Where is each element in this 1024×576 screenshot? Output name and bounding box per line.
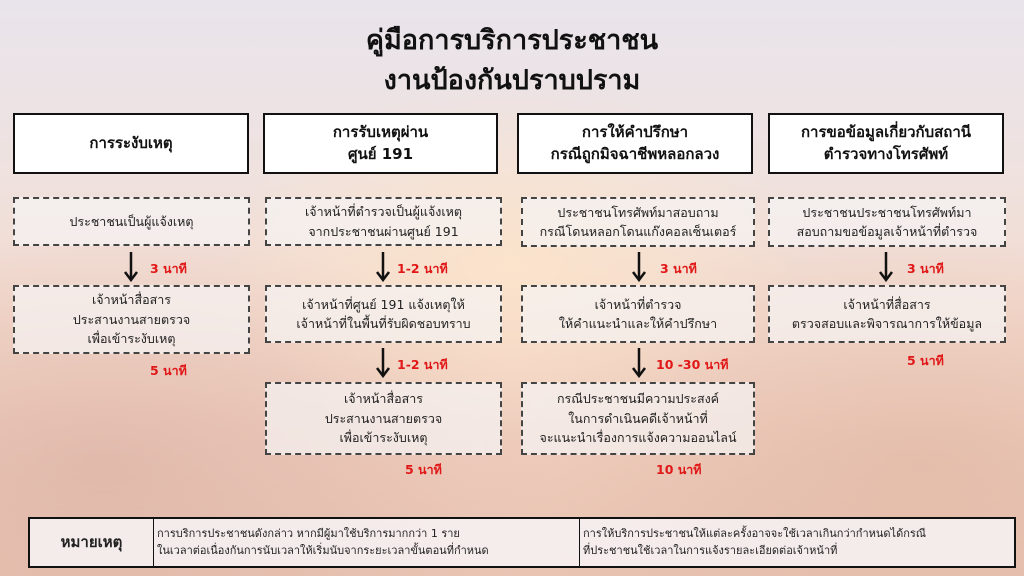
arrow-down-icon (879, 252, 893, 282)
step-box: เจ้าหน้าสื่อสาร ประสานงานสายตรวจ เพื่อเข… (265, 382, 502, 455)
duration-label: 5 นาที (907, 353, 944, 368)
arrow-down-icon (124, 252, 138, 282)
footnote-label: หมายเหตุ (30, 519, 154, 566)
duration-label: 3 นาที (907, 261, 944, 276)
header-phone-info: การขอข้อมูลเกี่ยวกับสถานี ตำรวจทางโทรศัพ… (768, 113, 1004, 174)
footnote-text-2: การให้บริการประชาชนให้แต่ละครั้งอาจจะใช้… (583, 527, 926, 557)
step-box: เจ้าหน้าสื่อสาร ประสานงานสายตรวจ เพื่อเข… (13, 285, 250, 354)
duration-label: 3 นาที (150, 261, 187, 276)
duration-label: 10 -30 นาที (656, 357, 729, 372)
arrow-down-icon (632, 252, 646, 282)
footnote-table: หมายเหตุ การบริการประชาชนดังกล่าว หากมีผ… (28, 517, 1016, 568)
arrow-down-icon (376, 252, 390, 282)
step-box: เจ้าหน้าที่ศูนย์ 191 แจ้งเหตุให้ เจ้าหน้… (265, 285, 502, 343)
duration-label: 3 นาที (660, 261, 697, 276)
header-incident-response: การระงับเหตุ (13, 113, 249, 174)
step-box: เจ้าหน้าที่ตำรวจเป็นผู้แจ้งเหตุ จากประชา… (265, 197, 502, 246)
step-box: ประชาชนเป็นผู้แจ้งเหตุ (13, 197, 250, 246)
step-box: ประชาชนโทรศัพท์มาสอบถาม กรณีโดนหลอกโดนแก… (521, 197, 755, 247)
header-191-center: การรับเหตุผ่าน ศูนย์ 191 (263, 113, 498, 174)
duration-label: 10 นาที (656, 462, 702, 477)
duration-label: 5 นาที (150, 363, 187, 378)
step-box: เจ้าหน้าที่ตำรวจ ให้คำแนะนำและให้คำปรึกษ… (521, 285, 755, 343)
arrow-down-icon (632, 348, 646, 378)
header-fraud-consult: การให้คำปรึกษา กรณีถูกมิจฉาชีพหลอกลวง (517, 113, 753, 174)
footnote-text-1: การบริการประชาชนดังกล่าว หากมีผู้มาใช้บร… (154, 519, 580, 566)
page-title: คู่มือการบริการประชาชน (365, 25, 659, 56)
duration-label: 1-2 นาที (397, 357, 448, 372)
step-box: เจ้าหน้าที่สื่อสาร ตรวจสอบและพิจารณาการใ… (768, 285, 1006, 343)
duration-label: 1-2 นาที (397, 261, 448, 276)
page-subtitle: งานป้องกันปราบปราม (383, 65, 641, 96)
duration-label: 5 นาที (405, 462, 442, 477)
arrow-down-icon (376, 348, 390, 378)
step-box: ประชาชนประชาชนโทรศัพท์มา สอบถามขอข้อมูลเ… (768, 197, 1006, 247)
step-box: กรณีประชาชนมีความประสงค์ ในการดำเนินคดีเ… (521, 382, 755, 455)
